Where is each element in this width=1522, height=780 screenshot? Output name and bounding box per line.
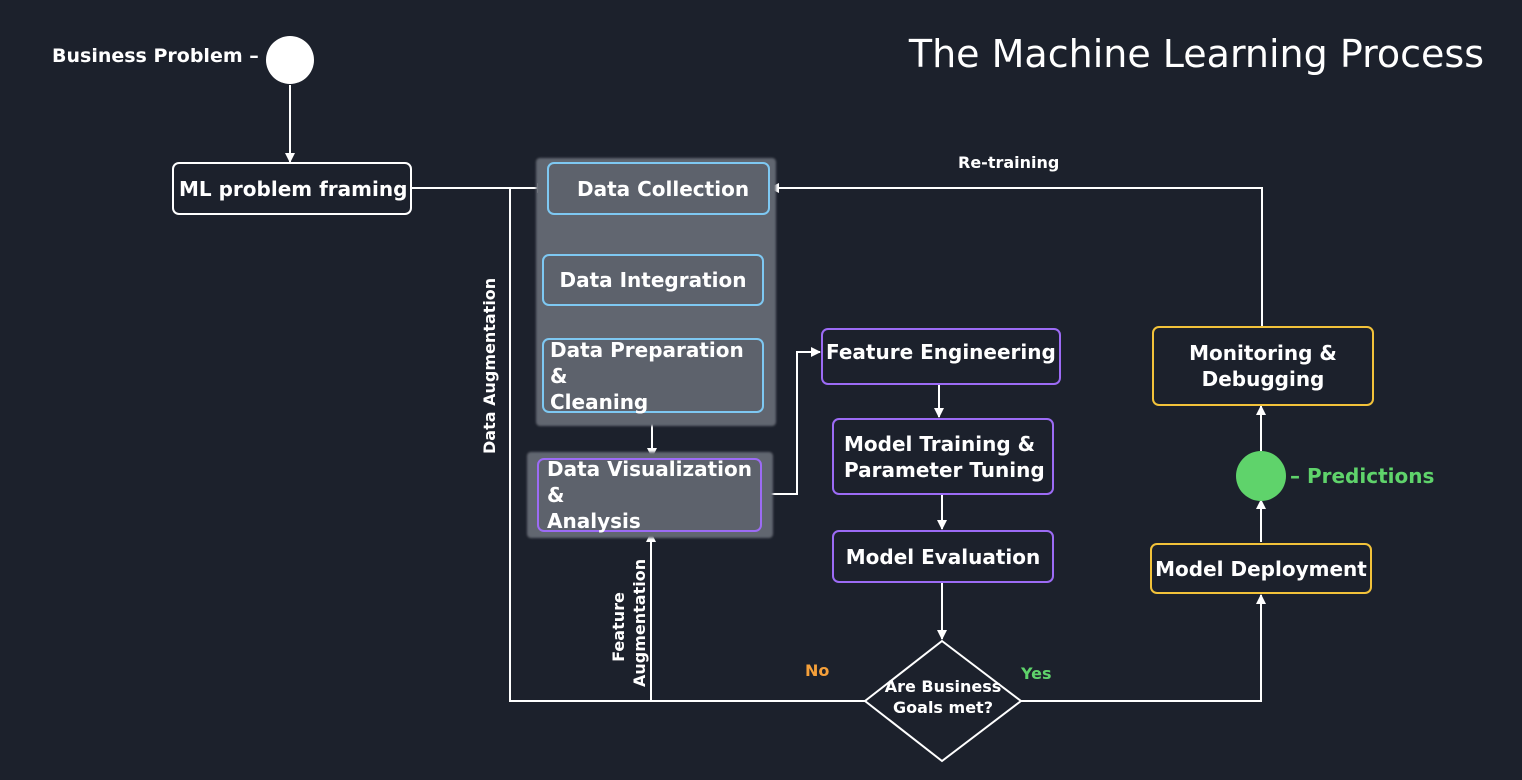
yes-label: Yes bbox=[1021, 664, 1052, 683]
decision-label: Are Business Goals met? bbox=[884, 677, 1002, 717]
edge-no-data-augmentation bbox=[509, 188, 865, 702]
model-evaluation-label: Model Evaluation bbox=[845, 544, 1041, 569]
model-training-label: Model Training & Parameter Tuning bbox=[844, 431, 1045, 482]
ml-problem-framing-node: ML problem framing bbox=[172, 162, 412, 215]
data-visualization-label: Data Visualization & Analysis bbox=[547, 457, 752, 533]
feature-engineering-label: Feature Engineering bbox=[826, 340, 1056, 364]
predictions-label: – Predictions bbox=[1290, 464, 1435, 488]
retraining-label: Re-training bbox=[958, 153, 1060, 172]
page-title: The Machine Learning Process bbox=[908, 32, 1484, 76]
data-integration-node: Data Integration bbox=[542, 254, 764, 306]
data-integration-label: Data Integration bbox=[559, 268, 747, 292]
feature-augmentation-label: Feature Augmentation bbox=[609, 558, 649, 687]
edge-visualization-to-feature bbox=[762, 347, 821, 495]
data-preparation-label: Data Preparation & Cleaning bbox=[550, 337, 744, 414]
model-deployment-node: Model Deployment bbox=[1150, 543, 1372, 594]
model-deployment-label: Model Deployment bbox=[1155, 556, 1367, 581]
data-augmentation-label: Data Augmentation bbox=[480, 277, 499, 454]
data-preparation-node: Data Preparation & Cleaning bbox=[542, 337, 764, 414]
predictions-circle bbox=[1236, 451, 1286, 501]
edge-retraining bbox=[769, 183, 1263, 326]
ml-problem-framing-label: ML problem framing bbox=[179, 176, 408, 201]
model-evaluation-node: Model Evaluation bbox=[832, 530, 1054, 583]
data-collection-label: Data Collection bbox=[577, 176, 750, 201]
edge-yes-to-deployment bbox=[1021, 594, 1266, 702]
monitoring-label: Monitoring & Debugging bbox=[1189, 341, 1337, 391]
feature-engineering-node: Feature Engineering bbox=[821, 328, 1061, 385]
monitoring-node: Monitoring & Debugging bbox=[1152, 326, 1374, 406]
data-visualization-node: Data Visualization & Analysis bbox=[537, 457, 762, 533]
start-circle bbox=[266, 36, 314, 84]
no-label: No bbox=[805, 661, 830, 680]
model-training-node: Model Training & Parameter Tuning bbox=[832, 418, 1054, 495]
decision-diamond bbox=[863, 639, 1023, 763]
business-problem-label: Business Problem – bbox=[52, 45, 259, 67]
data-collection-node: Data Collection bbox=[547, 162, 770, 215]
